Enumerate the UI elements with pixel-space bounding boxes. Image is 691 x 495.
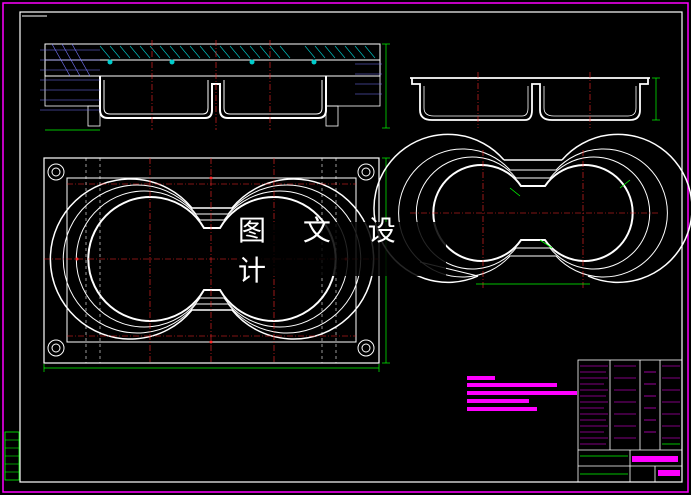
title-block-rows (580, 365, 680, 445)
front-section-view (40, 40, 390, 131)
watermark: 图 文 设 计 (238, 214, 446, 287)
title-block-name-field (632, 456, 678, 462)
part-outline-view (373, 133, 691, 290)
side-view (410, 72, 660, 128)
side-label-block (4, 431, 20, 481)
technical-notes (467, 376, 577, 411)
title-block-green-marks (580, 443, 680, 475)
title-block (577, 359, 683, 483)
title-block-id-field (658, 470, 680, 476)
